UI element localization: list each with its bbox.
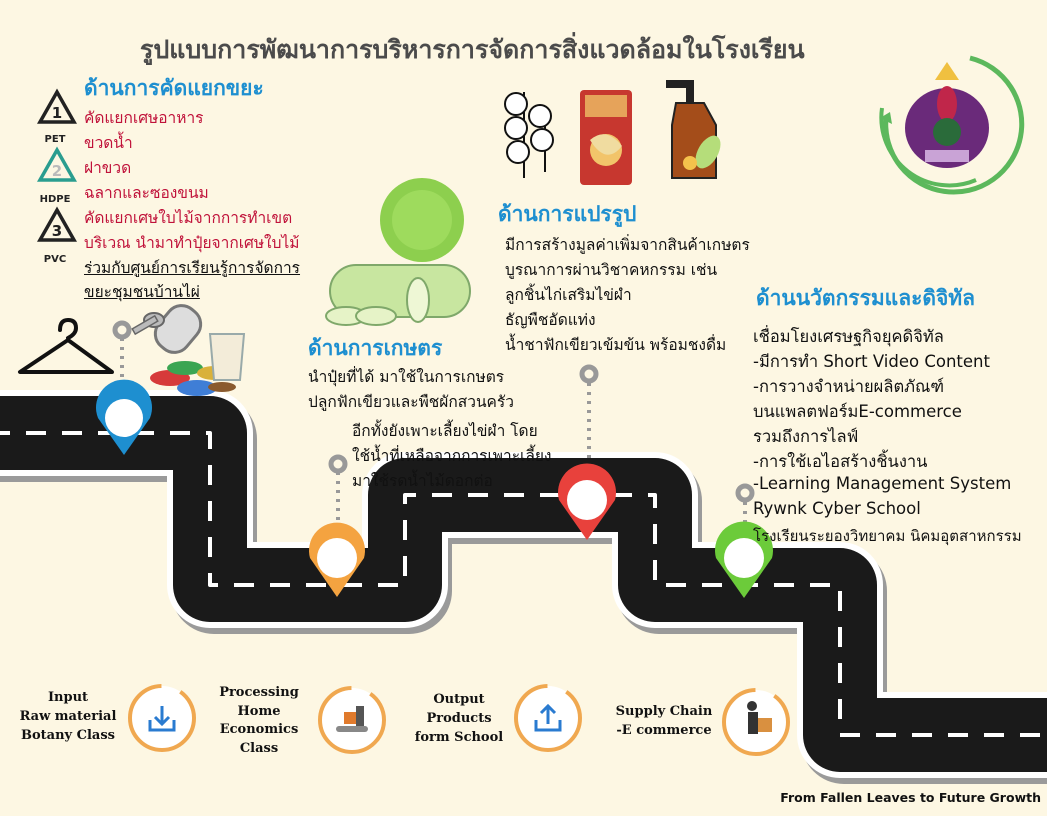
recycle-pvc-icon (36, 206, 78, 242)
processing-line: ลูกชิ้นไก่เสริมไข่ผำ (505, 286, 632, 304)
output-icon (514, 684, 582, 752)
tea-bottle-icon (666, 80, 721, 179)
processing-line: บูรณาการผ่านวิชาคหกรรม เช่น (505, 261, 718, 279)
stage-supply-label: Supply Chain-E commerce (615, 704, 713, 738)
recycle-hdpe-icon (36, 146, 78, 182)
svg-text:3: 3 (52, 222, 62, 240)
svg-text:2: 2 (52, 162, 62, 180)
digital-line: -Learning Management System (753, 474, 1012, 493)
processing-heading: ด้านการแปรรูป (498, 202, 637, 226)
winter-melon-icon (325, 178, 471, 326)
processing-line: ธัญพืชอัดแท่ง (505, 311, 596, 329)
digital-line: บนแพลตฟอร์มE-commerce (753, 402, 962, 421)
hanger-icon (18, 318, 114, 374)
pin-orange (309, 522, 365, 597)
input-icon (128, 684, 196, 752)
pin-red (558, 463, 616, 540)
sorting-line: ขยะชุมชนบ้านไผ่ (84, 283, 200, 301)
digital-line: รวมถึงการไลฟ์ (753, 427, 859, 446)
page-title: รูปแบบการพัฒนาการบริหารการจัดการสิ่งแวดล… (140, 35, 805, 64)
digital-line: โรงเรียนระยองวิทยาคม นิคมอุตสาหกรรม (753, 527, 1022, 545)
sorting-line: คัดแยกเศษอาหาร (84, 109, 204, 127)
coasters-icon (150, 333, 246, 396)
recycle-label-hdpe: HDPE (39, 194, 71, 205)
agriculture-line: นำปุ๋ยที่ได้ มาใช้ในการเกษตร (308, 368, 505, 386)
sorting-line: ขวดน้ำ (84, 134, 133, 152)
recycle-label-pet: PET (44, 134, 66, 145)
pin-blue (96, 379, 153, 455)
digital-line: -มีการทำ Short Video Content (753, 352, 990, 371)
recycle-codes: 1 2 3 (36, 88, 78, 242)
processing-line: มีการสร้างมูลค่าเพิ่มจากสินค้าเกษตร (505, 236, 750, 254)
sorting-line: ฝาขวด (84, 159, 132, 177)
pin-green (714, 521, 773, 598)
sorting-line: คัดแยกเศษใบไม้จากการทำเขต (84, 209, 293, 227)
digital-heading: ด้านนวัตกรรมและดิจิทัล (756, 286, 976, 310)
sorting-line: ฉลากและซองขนม (84, 184, 209, 202)
recycle-pet-icon (36, 88, 78, 124)
cereal-bar-icon (580, 90, 632, 185)
sorting-heading: ด้านการคัดแยกขยะ (84, 76, 264, 100)
svg-text:1: 1 (52, 104, 62, 122)
processing-icon (318, 686, 386, 754)
processing-line: น้ำชาฟักเขียวเข้มข้น พร้อมชงดื่ม (505, 336, 727, 354)
recycle-label-pvc: PVC (43, 254, 67, 265)
footer-tagline: From Fallen Leaves to Future Growth (780, 790, 1041, 805)
sorting-line: ร่วมกับศูนย์การเรียนรู้การจัดการ (84, 259, 301, 277)
keychain-icon (131, 304, 203, 354)
agriculture-line: ปลูกฟักเขียวและพืชผักสวนครัว (308, 393, 514, 411)
meatball-skewer-icon (504, 92, 554, 178)
agriculture-heading: ด้านการเกษตร (308, 336, 443, 360)
digital-line: -การใช้เอไอสร้างชิ้นงาน (753, 452, 928, 471)
supply-chain-icon (722, 688, 790, 756)
sorting-line: บริเวณ นำมาทำปุ๋ยจากเศษใบไม้ (84, 234, 300, 252)
agriculture-extra-line: มาใช้รดน้ำไม้ดอกต่อ (352, 472, 493, 490)
digital-line: Rywnk Cyber School (753, 499, 921, 518)
agriculture-extra-line: ใช้น้ำที่เหลือจากการเพาะเลี้ยง (352, 447, 552, 465)
school-logo (879, 55, 1025, 195)
digital-line: เชื่อมโยงเศรษฐกิจยุคดิจิทัล (753, 327, 944, 346)
agriculture-extra-line: อีกทั้งยังเพาะเลี้ยงไข่ผำ โดย (352, 422, 538, 440)
digital-line: -การวางจำหน่ายผลิตภัณฑ์ (753, 377, 945, 396)
